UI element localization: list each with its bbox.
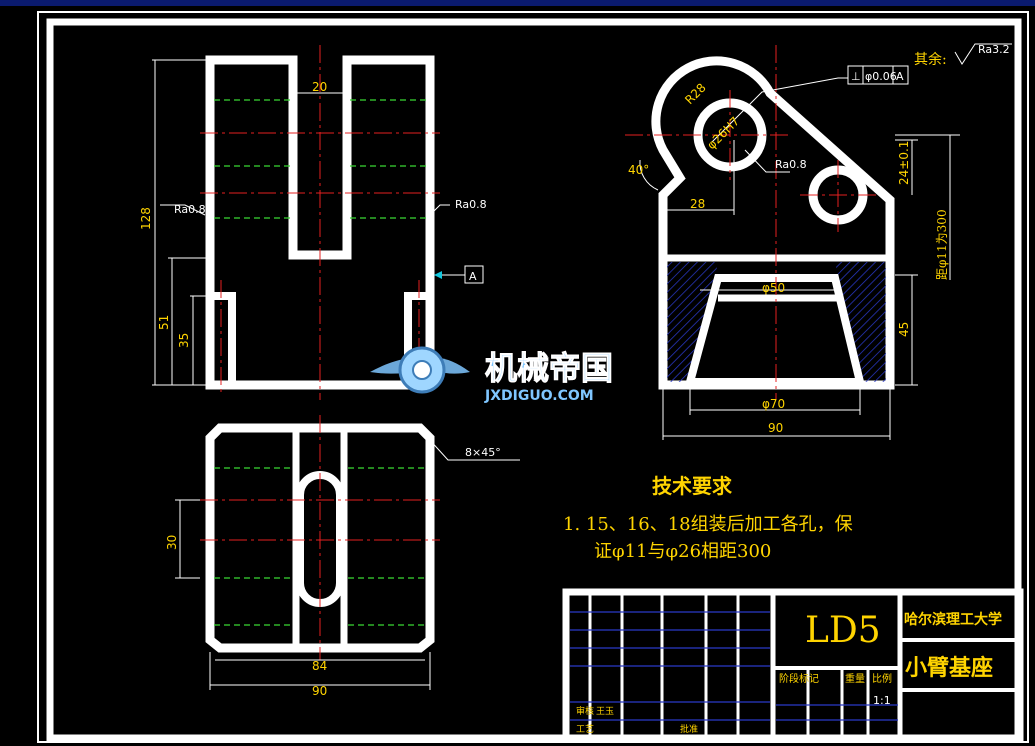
side-view-outline [651, 56, 895, 390]
tolerance-value: φ0.06 [865, 70, 897, 83]
dim-d70: φ70 [762, 397, 785, 411]
title-block-frame [562, 588, 1024, 742]
title-block-blue-rows [570, 611, 898, 721]
tech-req-title: 技术要求 [652, 474, 733, 498]
tolerance-symbol: ⊥ [851, 70, 861, 83]
dim-center-distance: 距φ11为300 [935, 209, 949, 280]
dim-tol-24: 24±0.1 [897, 141, 911, 185]
watermark-en: JXDIGUO.COM [484, 388, 594, 404]
datum-a-triangle [434, 271, 442, 279]
dim-height-35: 35 [177, 333, 191, 348]
side-view-taper-bore [684, 274, 866, 386]
top-view: 8×45° 30 84 90 [165, 415, 520, 698]
scale-label: 比例 [872, 672, 892, 685]
dim-height-51: 51 [157, 315, 171, 330]
top-view-hidden-lines [214, 467, 426, 626]
weight-label: 重量 [845, 672, 865, 685]
roughness-right: Ra0.8 [455, 198, 487, 211]
dim-height-128: 128 [139, 207, 153, 230]
dim-w90-side: 90 [768, 421, 783, 435]
scale-value: 1:1 [873, 694, 891, 707]
part-name: 小臂基座 [905, 655, 993, 681]
tech-req-line1: 1. 15、16、18组装后加工各孔，保 [563, 514, 853, 535]
dim-r28: R28 [682, 81, 709, 108]
dim-d50: φ50 [762, 281, 785, 295]
side-view-right-section [835, 262, 886, 382]
title-block-grid [588, 595, 870, 735]
window-top-strip [0, 0, 1035, 6]
technical-requirements: 技术要求 1. 15、16、18组装后加工各孔，保 证φ11与φ26相距300 [563, 474, 853, 562]
allowance-label: 其余: [914, 51, 947, 68]
dim-w84: 84 [312, 659, 327, 673]
dim-slot-width: 20 [312, 80, 327, 94]
approve-label: 批准 [680, 723, 698, 735]
front-view-outline [205, 55, 435, 390]
stage-label: 阶段标记 [779, 672, 819, 685]
front-view-dim-lines [152, 59, 465, 386]
reviewer-name: 王玉 [596, 706, 614, 717]
dim-w90-top: 90 [312, 684, 327, 698]
top-view-center-lines [200, 415, 440, 660]
roughness-rest: Ra3.2 [978, 43, 1010, 56]
top-view-outline [205, 423, 435, 653]
dim-angle-40: 40° [628, 163, 649, 177]
process-label: 工艺 [576, 724, 594, 735]
front-view-hidden-lines [214, 99, 426, 219]
review-label: 审核 [576, 705, 594, 717]
datum-a-label: A [469, 270, 477, 283]
outer-frame [37, 11, 1029, 743]
inner-frame [46, 18, 1022, 742]
top-view-dim-lines [175, 437, 520, 690]
side-view: ⊥ φ0.06 A R28 φ26H7 40° 28 24±0.1 距φ11为3… [625, 45, 960, 440]
roughness-left: Ra0.8 [174, 203, 206, 216]
tech-req-line2: 证φ11与φ26相距300 [594, 541, 771, 562]
dim-h30: 30 [165, 535, 179, 550]
dim-28: 28 [690, 197, 705, 211]
datum-a-box [464, 265, 484, 284]
front-view: A 20 128 51 35 Ra0.8 Ra0.8 [139, 45, 487, 400]
dim-chamfer: 8×45° [465, 446, 501, 459]
roughness-symbol [954, 43, 1012, 65]
side-view-left-section [667, 262, 718, 382]
watermark: 机械帝国 JXDIGUO.COM [370, 346, 614, 404]
dim-h45: 45 [897, 322, 911, 337]
side-view-dim-lines [639, 77, 960, 440]
title-block: LD5 哈尔滨理工大学 小臂基座 阶段标记 重量 比例 1:1 审核 王玉 工艺… [562, 588, 1024, 742]
tolerance-datum: A [896, 70, 904, 83]
watermark-cn: 机械帝国 [485, 349, 613, 387]
roughness-bore: Ra0.8 [775, 158, 807, 171]
school-name: 哈尔滨理工大学 [904, 611, 1002, 628]
drawing-number: LD5 [805, 610, 881, 651]
dim-bore-26: φ26H7 [704, 114, 742, 152]
tolerance-frame [847, 65, 909, 85]
side-view-center-lines [625, 45, 878, 400]
